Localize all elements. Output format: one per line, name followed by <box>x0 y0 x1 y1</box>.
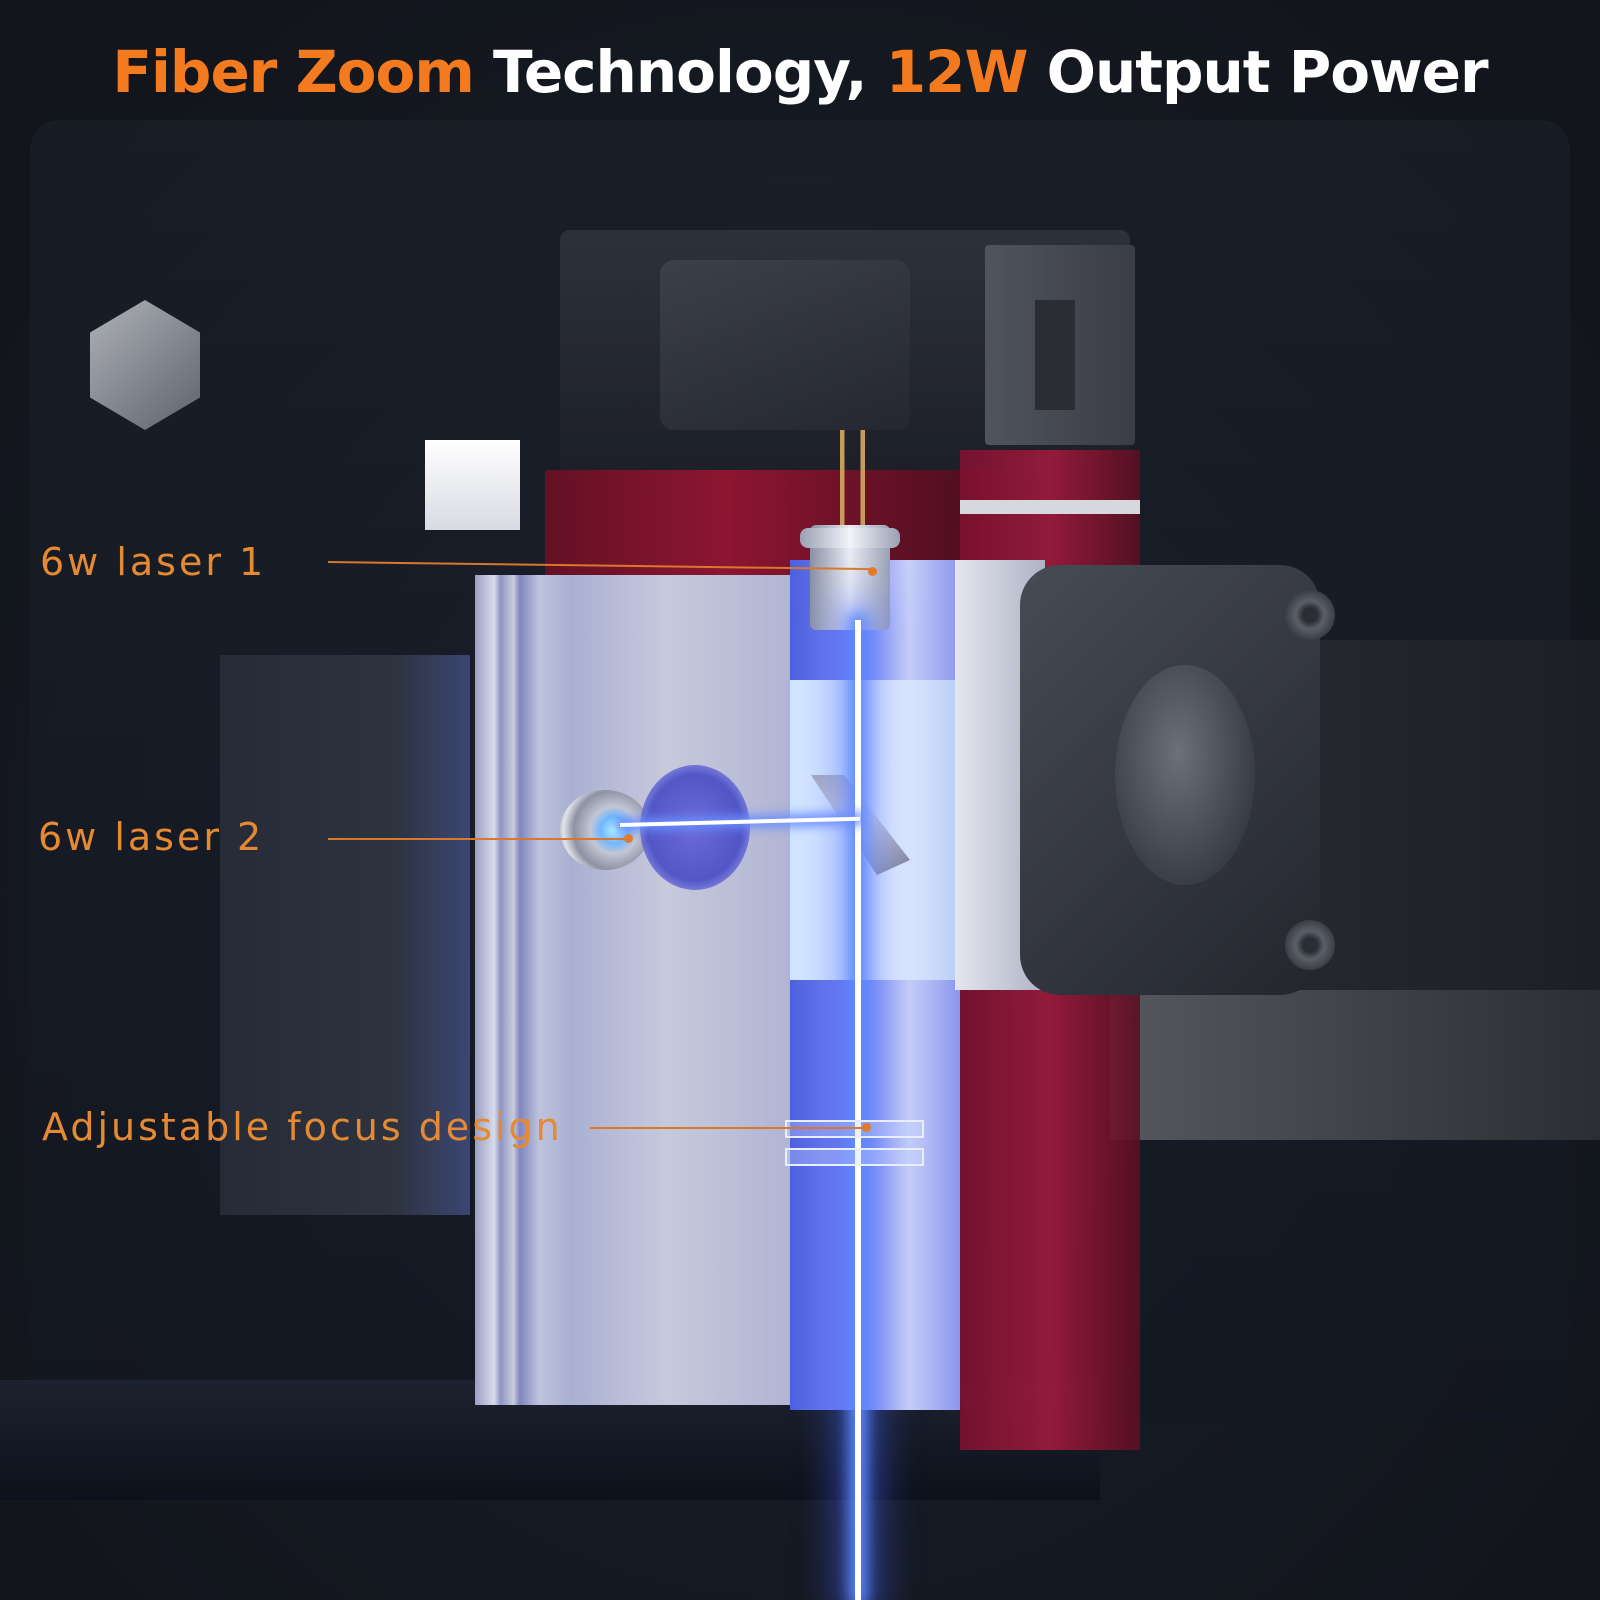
title-technology: Technology, <box>473 38 886 106</box>
laser-beam-vertical <box>855 620 861 1600</box>
wire-connector <box>425 440 520 530</box>
motor-cap <box>660 260 910 430</box>
focus-lens-icon <box>785 1120 924 1138</box>
collimator-lens-icon <box>640 765 750 890</box>
screw-icon <box>1285 920 1335 970</box>
screw-icon <box>1285 590 1335 640</box>
callout-label-focus: Adjustable focus design <box>42 1105 563 1149</box>
callout-line-focus <box>590 1127 865 1129</box>
heatsink-icon <box>475 575 795 1405</box>
focus-lens-icon <box>785 1148 924 1166</box>
diode-flange <box>800 528 900 548</box>
bracket-slot <box>1035 300 1075 410</box>
callout-dot-focus <box>862 1123 871 1132</box>
laser-diode-2-icon <box>560 790 650 870</box>
diode-pins <box>830 430 875 530</box>
panel-stripe <box>960 500 1140 514</box>
side-housing <box>220 655 470 1215</box>
page-title: Fiber Zoom Technology, 12W Output Power <box>0 38 1600 106</box>
callout-dot-laser-1 <box>868 567 877 576</box>
callout-dot-laser-2 <box>624 834 633 843</box>
callout-line-laser-2 <box>328 838 628 840</box>
callout-label-laser-1: 6w laser 1 <box>40 540 267 584</box>
title-accent-power: 12W <box>885 38 1029 106</box>
title-output-power: Output Power <box>1027 38 1489 106</box>
rail-lower <box>1110 990 1600 1140</box>
callout-label-laser-2: 6w laser 2 <box>38 815 265 859</box>
fan-hub <box>1115 665 1255 885</box>
title-accent-fiber-zoom: Fiber Zoom <box>112 38 474 106</box>
